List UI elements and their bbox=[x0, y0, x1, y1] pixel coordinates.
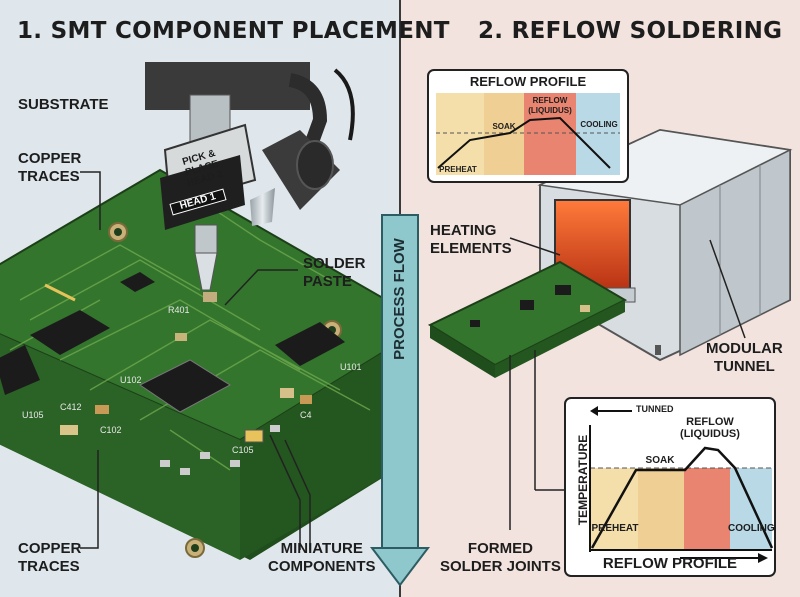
small-zone-reflow: REFLOW (LIQUIDUS) bbox=[528, 96, 572, 115]
small-zone-soak: SOAK bbox=[492, 122, 516, 131]
component-id: C105 bbox=[232, 445, 254, 455]
large-zone-soak: SOAK bbox=[645, 455, 675, 466]
left-leader-lines bbox=[80, 171, 311, 550]
label-substrate: SUBSTRATE bbox=[18, 96, 109, 113]
reflow-oven bbox=[427, 128, 793, 530]
component-id: U105 bbox=[22, 410, 44, 420]
process-flow-arrow bbox=[369, 214, 431, 587]
component-id: C4 bbox=[300, 410, 312, 420]
small-profile-title: REFLOW PROFILE bbox=[469, 74, 587, 89]
label-copper-traces-top: COPPER TRACES bbox=[18, 150, 82, 185]
pick-place-head bbox=[145, 62, 355, 302]
large-zone-cooling: COOLING bbox=[728, 523, 775, 534]
label-miniature-components: MINIATURE COMPONENTS bbox=[268, 540, 376, 575]
component-id: C102 bbox=[100, 425, 122, 435]
component-id: U101 bbox=[340, 362, 362, 372]
large-profile-note: TUNNED bbox=[636, 404, 674, 414]
process-flow-label: PROCESS FLOW bbox=[391, 238, 408, 360]
label-solder-paste: SOLDER PASTE bbox=[303, 255, 366, 290]
large-zone-reflow: REFLOW (LIQUIDUS) bbox=[680, 416, 740, 440]
small-zone-preheat: PREHEAT bbox=[439, 165, 477, 174]
large-zone-preheat: PREHEAT bbox=[591, 523, 639, 534]
component-id: C412 bbox=[60, 402, 82, 412]
small-profile-chart bbox=[427, 69, 629, 183]
right-panel-title: 2. REFLOW SOLDERING bbox=[478, 18, 783, 44]
small-zone-cooling: COOLING bbox=[580, 120, 618, 129]
left-panel-title: 1. SMT COMPONENT PLACEMENT bbox=[17, 18, 450, 44]
large-profile-chart bbox=[564, 397, 776, 577]
large-profile-title: REFLOW PROFILE bbox=[602, 555, 738, 572]
label-copper-traces-bottom: COPPER TRACES bbox=[18, 540, 82, 575]
label-modular-tunnel: MODULAR TUNNEL bbox=[706, 340, 783, 375]
component-id: U102 bbox=[120, 375, 142, 385]
label-heating-elements: HEATING ELEMENTS bbox=[430, 222, 512, 257]
component-id: R401 bbox=[168, 305, 190, 315]
large-profile-y-label: TEMPERATURE bbox=[576, 434, 590, 526]
label-formed-solder-joints: FORMED SOLDER JOINTS bbox=[440, 540, 561, 575]
